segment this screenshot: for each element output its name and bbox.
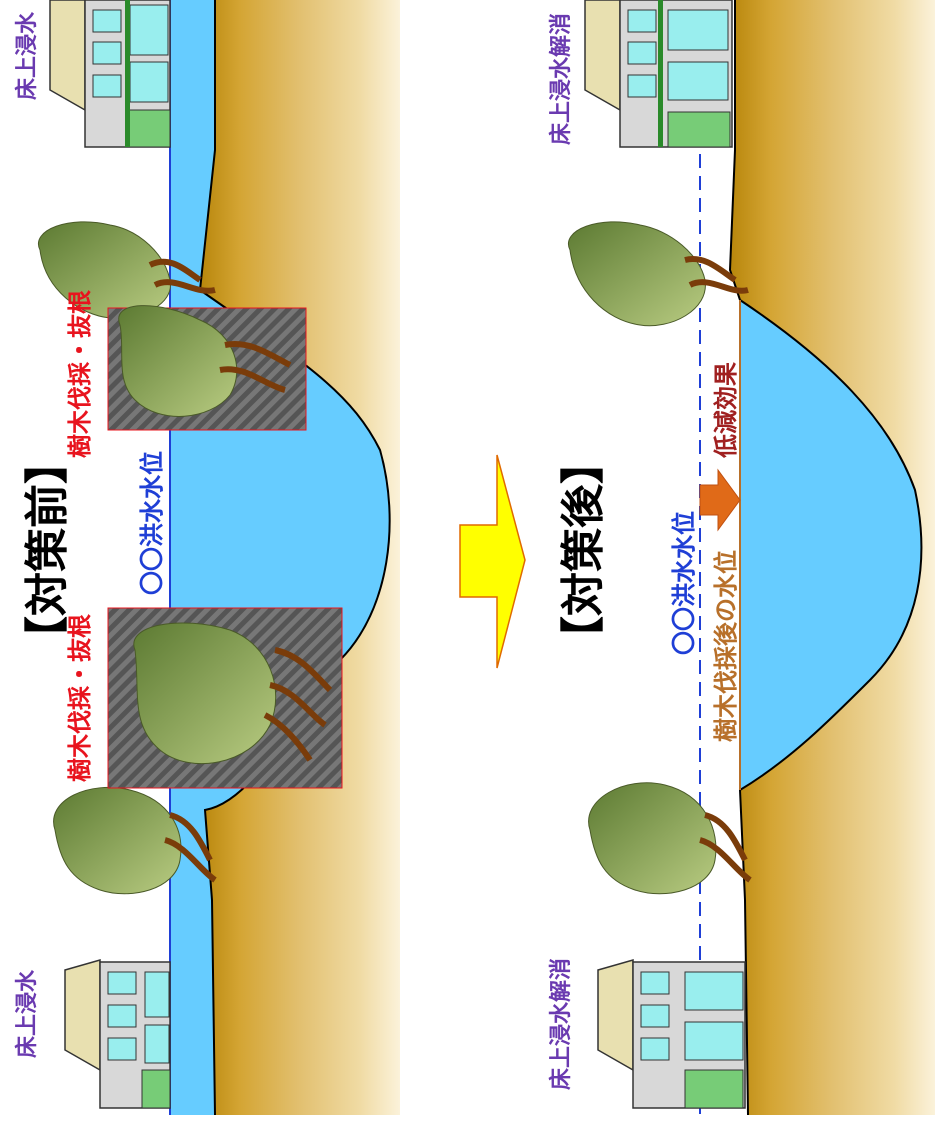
reduction-effect-arrow xyxy=(699,468,741,532)
before-house-bottom-label: 床上浸水 xyxy=(14,969,40,1058)
tree-cut-area-bottom xyxy=(107,607,343,789)
house-bottom-before xyxy=(64,959,171,1109)
after-house-top-label: 床上浸水解消 xyxy=(548,13,574,145)
before-panel: 【対策前】 〇〇洪水水位 樹木伐採・抜根 樹木伐採・抜根 床上浸水 床上浸水 xyxy=(14,0,400,1116)
riverbed-line-after xyxy=(728,0,923,1116)
river-water-after xyxy=(740,300,922,790)
after-house-bottom-label: 床上浸水解消 xyxy=(548,958,574,1090)
house-top-before xyxy=(49,0,171,148)
before-tree-cut-label-bottom: 樹木伐採・抜根 xyxy=(66,614,94,782)
ground-after xyxy=(730,0,935,1115)
house-bottom-after xyxy=(597,959,746,1109)
before-tree-cut-label-top: 樹木伐採・抜根 xyxy=(66,290,94,458)
house-top-after xyxy=(584,0,733,148)
transition-arrow xyxy=(459,454,526,669)
before-title: 【対策前】 xyxy=(22,440,73,660)
before-flood-level-label: 〇〇洪水水位 xyxy=(138,451,166,595)
ground-before xyxy=(200,0,400,1115)
after-title: 【対策後】 xyxy=(558,440,609,660)
tree-cut-area-top xyxy=(107,305,307,431)
after-panel: 【対策後】 〇〇洪水水位 樹木伐採後の水位 低減効果 床上浸水解消 床上浸水解消 xyxy=(548,0,935,1116)
before-house-top-label: 床上浸水 xyxy=(14,11,40,100)
after-lowered-level-label: 樹木伐採後の水位 xyxy=(712,550,740,742)
tree-top-bank-before xyxy=(37,221,216,319)
tree-bottom-bank-before xyxy=(53,786,217,895)
river-water-before xyxy=(170,0,390,1115)
after-flood-level-label: 〇〇洪水水位 xyxy=(670,511,698,655)
tree-bottom-bank-after xyxy=(588,782,752,895)
after-reduction-label: 低減効果 xyxy=(712,362,740,459)
tree-top-bank-after xyxy=(567,221,749,327)
